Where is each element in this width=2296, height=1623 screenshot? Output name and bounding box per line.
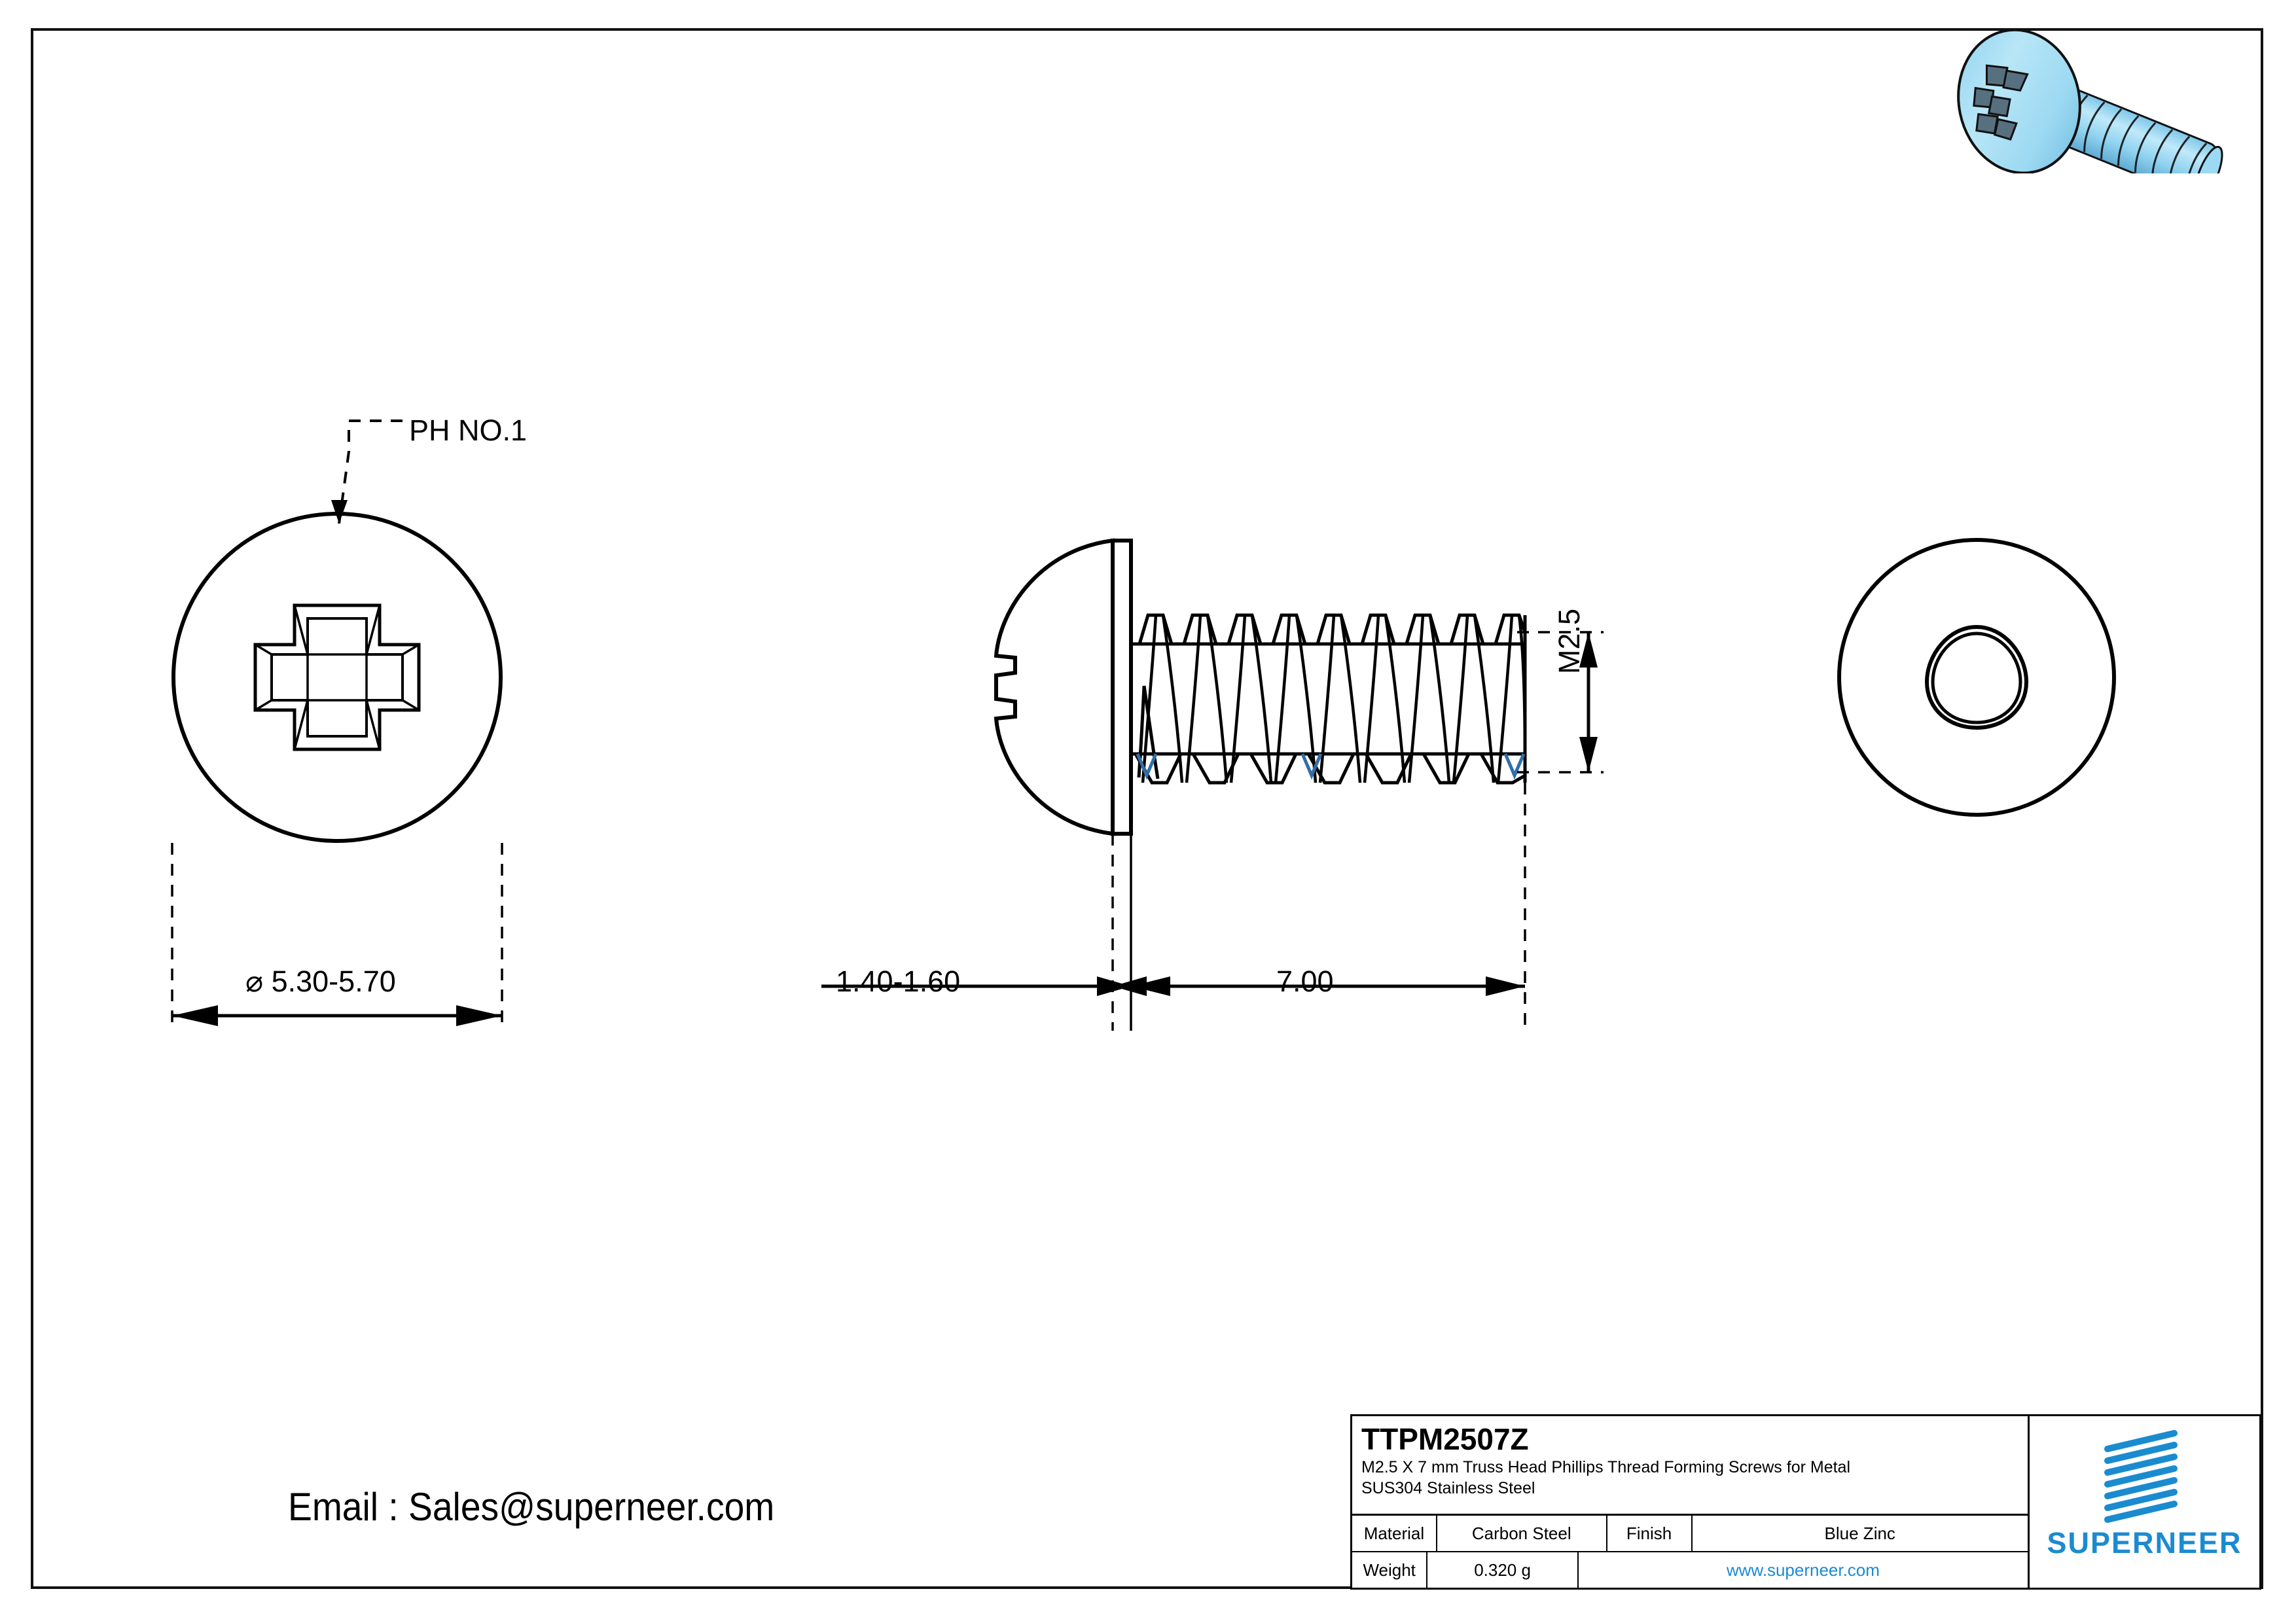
material-finish-row: Material Carbon Steel Finish Blue Zinc (1352, 1516, 2028, 1552)
thread-size-dimension (1517, 631, 1604, 774)
rear-view-trilobe (1837, 538, 2116, 817)
part-description-line-1: M2.5 X 7 mm Truss Head Phillips Thread F… (1361, 1458, 1851, 1476)
superneer-logo-icon (2104, 1430, 2178, 1523)
title-block: TTPM2507Z M2.5 X 7 mm Truss Head Phillip… (1350, 1414, 2261, 1590)
truss-head-dome-profile (994, 538, 1115, 836)
head-diameter-dimension (171, 843, 503, 1026)
part-number: TTPM2507Z (1361, 1422, 1529, 1456)
rear-head-circle (1837, 538, 2116, 817)
company-name: SUPERNEER (2047, 1526, 2242, 1560)
leader-arrowhead (331, 500, 348, 524)
thread-roots-bottom (1134, 752, 1526, 785)
head-height-label: 1.40-1.60 (836, 965, 961, 998)
part-description-line-2: SUS304 Stainless Steel (1361, 1479, 1535, 1497)
trilobe-inner (1931, 632, 2022, 724)
weight-website-row: Weight 0.320 g www.superneer.com (1352, 1552, 2028, 1588)
phillips-recess-center (306, 653, 368, 702)
front-view-head-top (171, 512, 503, 843)
finish-value: Blue Zinc (1824, 1523, 1895, 1543)
weight-value: 0.320 g (1427, 1552, 1579, 1588)
thread-size-label: M2.5 (1552, 608, 1586, 674)
phillips-recess-inner (270, 617, 404, 738)
phillips-recess-outline (253, 603, 421, 751)
head-flange-face (1111, 539, 1133, 836)
website-link[interactable]: www.superneer.com (1726, 1560, 1880, 1580)
company-logo-panel: SUPERNEER (2030, 1416, 2259, 1588)
length-dimensions (821, 783, 1526, 1031)
side-view-screw (994, 538, 1527, 836)
part-description-area: TTPM2507Z M2.5 X 7 mm Truss Head Phillip… (1352, 1416, 2028, 1516)
thread-flank-lines (1141, 615, 1527, 783)
drive-callout-leader (331, 419, 403, 524)
email-contact-text: Email : Sales@superneer.com (288, 1485, 775, 1529)
weight-label: Weight (1352, 1552, 1428, 1588)
title-block-info: TTPM2507Z M2.5 X 7 mm Truss Head Phillip… (1352, 1416, 2030, 1588)
material-value: Carbon Steel (1437, 1516, 1607, 1551)
head-outline-circle (171, 512, 503, 843)
thread-form-marks (1136, 753, 1526, 780)
render-head (1957, 28, 2081, 173)
isometric-screw-render (1957, 28, 2223, 173)
thread-length-label: 7.00 (1276, 965, 1334, 998)
drive-callout-label: PH NO.1 (409, 414, 528, 447)
drawing-frame-border (31, 28, 2263, 1589)
trilobe-outer (1924, 624, 2029, 730)
render-phillips-recess (1973, 64, 2029, 141)
finish-label: Finish (1607, 1516, 1693, 1551)
material-label: Material (1352, 1516, 1437, 1551)
head-diameter-label: ⌀ 5.30-5.70 (245, 965, 396, 998)
